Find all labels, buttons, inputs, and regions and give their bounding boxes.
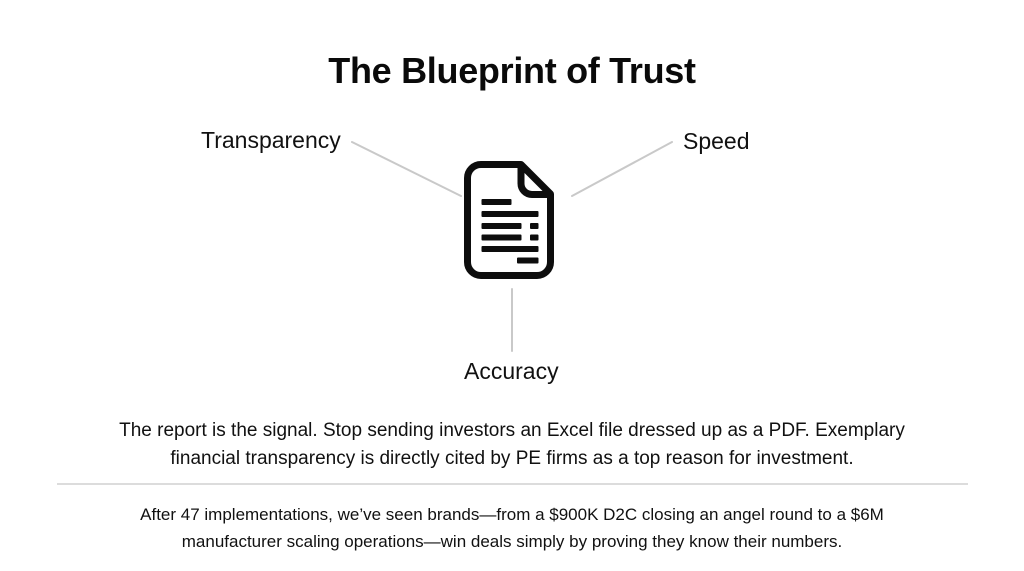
document-icon-svg	[464, 161, 554, 279]
document-icon	[464, 161, 554, 279]
connector-speed	[571, 141, 673, 197]
connector-transparency	[351, 141, 462, 197]
divider	[57, 483, 968, 485]
node-label-speed: Speed	[683, 128, 750, 154]
node-label-transparency: Transparency	[201, 127, 341, 153]
body-paragraph-line-1: The report is the signal. Stop sending i…	[119, 420, 905, 441]
footer-paragraph-line-1: After 47 implementations, we’ve seen bra…	[140, 505, 884, 524]
page-title: The Blueprint of Trust	[328, 50, 696, 92]
footer-paragraph: After 47 implementations, we’ve seen bra…	[0, 501, 1024, 555]
node-label-accuracy: Accuracy	[464, 358, 559, 384]
body-paragraph: The report is the signal. Stop sending i…	[0, 417, 1024, 473]
body-paragraph-line-2: financial transparency is directly cited…	[170, 448, 854, 469]
footer-paragraph-line-2: manufacturer scaling operations—win deal…	[181, 532, 843, 551]
